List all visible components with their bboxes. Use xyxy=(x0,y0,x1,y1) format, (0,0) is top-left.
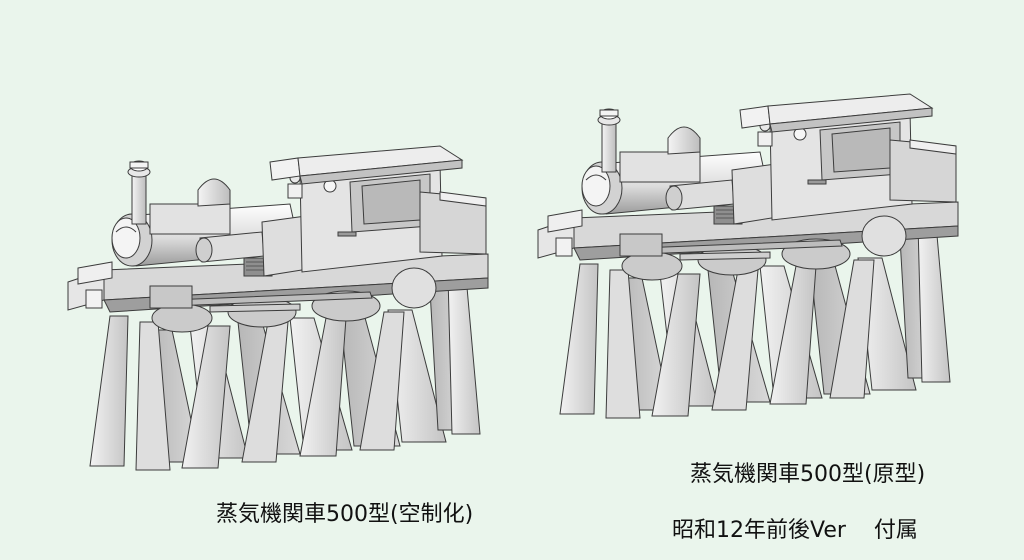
locomotive-model-left xyxy=(67,145,489,471)
model-title-right: 蒸気機関車500型(原型) xyxy=(690,462,926,487)
model-title-left: 蒸気機関車500型(空制化) xyxy=(216,502,474,527)
included-label: 付属 xyxy=(873,518,918,543)
model-subtitle-right: 昭和12年前後Ver 付属 xyxy=(672,512,918,544)
era-label: 昭和12年前後Ver xyxy=(672,518,846,543)
locomotive-model-right xyxy=(537,93,959,419)
